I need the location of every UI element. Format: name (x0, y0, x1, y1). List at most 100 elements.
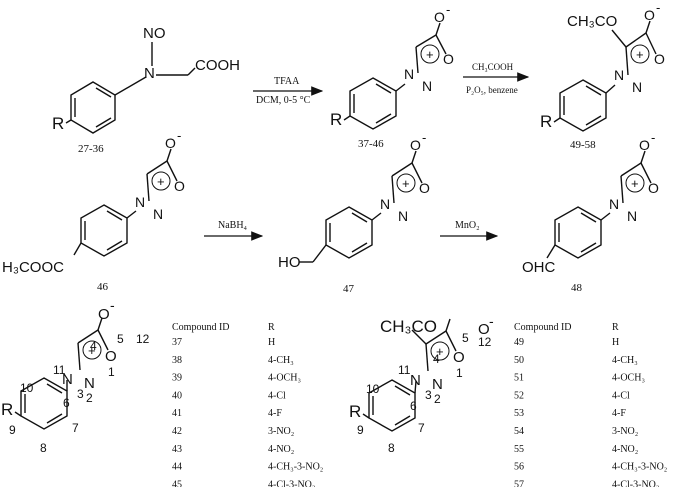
sydnone-o1: O (174, 178, 185, 194)
table-cell-compound-id: 38 (172, 355, 182, 366)
atom-number-10: 10 (20, 381, 34, 395)
atom-number-2: 2 (434, 392, 441, 406)
atom-number-5: 5 (462, 331, 469, 345)
oxygen-charge: - (110, 297, 115, 313)
table-cell-r-group: H (612, 337, 619, 348)
compound-label-46: 46 (97, 281, 109, 293)
table-header-r: R (268, 322, 275, 333)
compound-48: + N N O O - OHC 48 (522, 130, 659, 294)
exocyclic-oxygen: O (478, 321, 490, 338)
table-cell-r-group: H (268, 337, 275, 348)
table-cell-r-group: 4-CH₃-3-NO₂ (268, 462, 323, 473)
sydnone-o1: O (648, 180, 659, 196)
sydnone-n3: N (410, 372, 421, 389)
sydnone-o1: O (443, 51, 454, 67)
table-cell-compound-id: 39 (172, 373, 182, 384)
acetyl-group: CH₃CO (567, 13, 617, 30)
table-cell-r-group: 4-F (268, 408, 282, 419)
atom-number-8: 8 (40, 441, 47, 455)
table-cell-compound-id: 37 (172, 337, 182, 348)
sydnone-plus: + (157, 174, 165, 189)
atom-number-1: 1 (456, 366, 463, 380)
compound-47: + N N O O - HO 47 (278, 130, 430, 295)
sydnone-plus: + (426, 47, 434, 62)
table-cell-r-group: 4-Cl-3-NO₂ (268, 479, 315, 487)
atom-number-10: 10 (366, 382, 380, 396)
table-cell-compound-id: 56 (514, 462, 524, 473)
compound-label-47: 47 (343, 283, 355, 295)
atom-number-8: 8 (388, 441, 395, 455)
table-cell-compound-id: 53 (514, 408, 524, 419)
compound-label-37-46: 37-46 (358, 138, 384, 150)
r-substituent: R (52, 114, 64, 133)
sydnone-n2: N (153, 206, 163, 222)
table-cell-compound-id: 54 (514, 426, 524, 437)
table-header-compound-id: Compound ID (172, 322, 230, 333)
table-cell-compound-id: 42 (172, 426, 182, 437)
compound-49-58: + N N O O - CH₃CO R 49-58 (540, 0, 665, 151)
exocyclic-oxygen: O (434, 9, 445, 25)
compound-37-46: + N N O O - R 37-46 (330, 2, 454, 150)
sydnone-plus: + (631, 176, 639, 191)
table-header-r: R (612, 322, 619, 333)
table-cell-compound-id: 41 (172, 408, 182, 419)
table-cell-r-group: 4-F (612, 408, 626, 419)
atom-number-12: 12 (136, 332, 150, 346)
atom-number-4: 4 (90, 339, 97, 353)
table-cell-compound-id: 49 (514, 337, 524, 348)
table-cell-compound-id: 52 (514, 390, 524, 401)
oxygen-charge: - (422, 130, 426, 145)
atom-number-7: 7 (418, 421, 425, 435)
table-cell-r-group: 4-NO₂ (268, 444, 294, 455)
sydnone-o1: O (105, 348, 117, 365)
table-cell-compound-id: 55 (514, 444, 524, 455)
atom-number-2: 2 (86, 391, 93, 405)
atom-number-4: 4 (433, 352, 440, 366)
table-cell-r-group: 3-NO₂ (268, 426, 294, 437)
sydnone-o1: O (453, 349, 465, 366)
atom-number-3: 3 (425, 388, 432, 402)
compound-label-49-58: 49-58 (570, 139, 596, 151)
hydroxy-group: HO (278, 254, 301, 271)
amine-nitrogen: N (144, 65, 155, 82)
sydnone-plus: + (436, 344, 444, 359)
reaction-arrow-nabh4: NaBH₄ (204, 220, 264, 241)
table-cell-r-group: 4-CH₃ (268, 355, 294, 366)
reagent-acetic-acid: CH₃COOH (472, 62, 514, 72)
reagent-nabh4: NaBH₄ (218, 220, 248, 231)
table-cell-r-group: 4-OCH₃ (612, 373, 645, 384)
compound-46: + N N O O - H₃COOC 46 (2, 128, 185, 293)
numbered-sydnone-structure: + N N O O - R 3 2 1 4 5 12 6 7 8 9 10 11 (1, 297, 150, 455)
table-cell-r-group: 4-CH₃ (612, 355, 638, 366)
sydnone-plus: + (88, 343, 96, 358)
table-cell-r-group: 3-NO₂ (612, 426, 638, 437)
oxygen-charge: - (651, 130, 655, 145)
sydnone-n2: N (627, 208, 637, 224)
table-cell-r-group: 4-Cl (268, 390, 286, 401)
atom-number-9: 9 (357, 423, 364, 437)
sydnone-n3: N (609, 196, 619, 212)
table-cell-compound-id: 50 (514, 355, 524, 366)
sydnone-n2: N (422, 78, 432, 94)
conditions-dcm: DCM, 0-5 °C (256, 95, 311, 106)
reaction-arrow-tfaa: TFAA DCM, 0-5 °C (253, 76, 324, 106)
compound-label-48: 48 (571, 282, 583, 294)
atom-number-1: 1 (108, 365, 115, 379)
reaction-arrow-acetylation: CH₃COOH P₂O₅, benzene (463, 62, 530, 95)
exocyclic-oxygen: O (98, 306, 110, 323)
sydnone-n3: N (380, 196, 390, 212)
oxygen-charge: - (177, 128, 181, 143)
table-cell-r-group: 4-Cl-3-NO₂ (612, 479, 659, 487)
reaction-arrow-mno2: MnO₂ (440, 220, 499, 241)
compound-label-27-36: 27-36 (78, 143, 104, 155)
r-substituent: R (1, 400, 13, 419)
table-cell-compound-id: 40 (172, 390, 182, 401)
table-header-compound-id: Compound ID (514, 322, 572, 333)
table-cell-compound-id: 45 (172, 479, 182, 487)
exocyclic-oxygen: O (639, 137, 650, 153)
aldehyde-group: OHC (522, 259, 556, 276)
sydnone-o1: O (654, 51, 665, 67)
sydnone-n2: N (432, 376, 443, 393)
sydnone-n2: N (632, 79, 642, 95)
